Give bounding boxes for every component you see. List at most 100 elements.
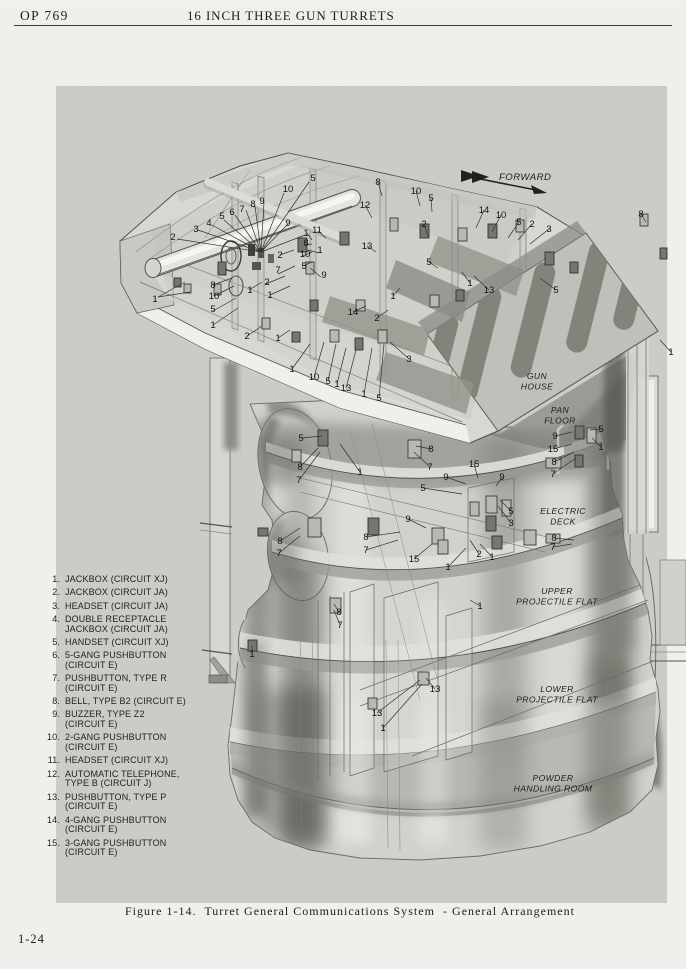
svg-text:5: 5 bbox=[553, 285, 558, 296]
svg-text:5: 5 bbox=[508, 506, 513, 517]
svg-text:2: 2 bbox=[277, 250, 282, 261]
svg-text:LOWER: LOWER bbox=[540, 684, 574, 694]
svg-text:7: 7 bbox=[276, 548, 281, 559]
svg-text:10: 10 bbox=[309, 372, 320, 383]
svg-text:8: 8 bbox=[551, 533, 556, 544]
svg-text:7: 7 bbox=[275, 265, 280, 276]
svg-text:PROJECTILE FLAT: PROJECTILE FLAT bbox=[516, 597, 598, 607]
svg-text:1: 1 bbox=[210, 320, 215, 331]
svg-text:1: 1 bbox=[668, 347, 673, 358]
svg-text:8: 8 bbox=[638, 209, 643, 220]
svg-text:6: 6 bbox=[229, 207, 234, 218]
svg-text:10: 10 bbox=[496, 210, 507, 221]
svg-text:1: 1 bbox=[249, 649, 254, 660]
svg-text:13: 13 bbox=[484, 285, 495, 296]
svg-text:5: 5 bbox=[376, 393, 381, 404]
svg-text:5: 5 bbox=[420, 483, 425, 494]
svg-text:1: 1 bbox=[334, 379, 339, 390]
svg-text:8: 8 bbox=[336, 607, 341, 618]
svg-text:8: 8 bbox=[375, 177, 380, 188]
svg-text:3: 3 bbox=[508, 518, 513, 529]
svg-text:13: 13 bbox=[372, 708, 383, 719]
svg-text:5: 5 bbox=[516, 217, 521, 228]
svg-text:5: 5 bbox=[428, 193, 433, 204]
svg-text:5: 5 bbox=[310, 173, 315, 184]
svg-text:HANDLING ROOM: HANDLING ROOM bbox=[514, 784, 593, 794]
svg-text:1: 1 bbox=[489, 552, 494, 563]
svg-text:7: 7 bbox=[427, 462, 432, 473]
svg-text:8: 8 bbox=[210, 280, 215, 291]
svg-text:13: 13 bbox=[430, 684, 441, 695]
svg-text:POWDER: POWDER bbox=[532, 773, 573, 783]
svg-text:FORWARD: FORWARD bbox=[499, 172, 551, 183]
svg-text:15: 15 bbox=[548, 444, 559, 455]
svg-text:GUN: GUN bbox=[527, 371, 548, 381]
svg-text:7: 7 bbox=[550, 542, 555, 553]
svg-text:2: 2 bbox=[264, 277, 269, 288]
svg-text:15: 15 bbox=[469, 459, 480, 470]
svg-text:2: 2 bbox=[476, 549, 481, 560]
svg-text:2: 2 bbox=[529, 219, 534, 230]
svg-text:9: 9 bbox=[552, 431, 557, 442]
svg-text:1: 1 bbox=[390, 291, 395, 302]
svg-text:8: 8 bbox=[363, 532, 368, 543]
svg-text:5: 5 bbox=[301, 261, 306, 272]
svg-text:8: 8 bbox=[250, 199, 255, 210]
svg-text:1: 1 bbox=[357, 467, 362, 478]
svg-text:10: 10 bbox=[283, 184, 294, 195]
svg-text:14: 14 bbox=[479, 205, 490, 216]
svg-text:1: 1 bbox=[598, 442, 603, 453]
svg-text:1: 1 bbox=[152, 294, 157, 305]
svg-text:PAN: PAN bbox=[551, 405, 570, 415]
svg-text:1: 1 bbox=[445, 562, 450, 573]
svg-text:1: 1 bbox=[361, 389, 366, 400]
svg-text:1: 1 bbox=[289, 364, 294, 375]
svg-text:5: 5 bbox=[298, 433, 303, 444]
svg-text:8: 8 bbox=[277, 536, 282, 547]
svg-text:5: 5 bbox=[325, 376, 330, 387]
svg-text:5: 5 bbox=[598, 424, 603, 435]
svg-text:5: 5 bbox=[219, 211, 224, 222]
svg-text:7: 7 bbox=[337, 620, 342, 631]
svg-text:9: 9 bbox=[259, 196, 264, 207]
svg-text:3: 3 bbox=[406, 354, 411, 365]
svg-text:10: 10 bbox=[411, 186, 422, 197]
svg-text:HOUSE: HOUSE bbox=[521, 382, 554, 392]
svg-text:1: 1 bbox=[303, 228, 308, 239]
svg-text:7: 7 bbox=[239, 204, 244, 215]
svg-text:13: 13 bbox=[362, 241, 373, 252]
svg-text:1: 1 bbox=[380, 723, 385, 734]
svg-text:8: 8 bbox=[428, 444, 433, 455]
svg-text:12: 12 bbox=[360, 200, 371, 211]
svg-text:9: 9 bbox=[405, 514, 410, 525]
svg-text:10: 10 bbox=[300, 249, 311, 260]
svg-text:9: 9 bbox=[285, 218, 290, 229]
svg-text:4: 4 bbox=[206, 218, 211, 229]
svg-text:DECK: DECK bbox=[550, 517, 576, 527]
svg-text:FLOOR: FLOOR bbox=[544, 416, 576, 426]
svg-text:1: 1 bbox=[267, 290, 272, 301]
svg-text:3: 3 bbox=[193, 224, 198, 235]
svg-text:14: 14 bbox=[348, 307, 359, 318]
svg-text:2: 2 bbox=[374, 313, 379, 324]
svg-text:7: 7 bbox=[363, 545, 368, 556]
svg-text:9: 9 bbox=[499, 472, 504, 483]
svg-text:1: 1 bbox=[317, 245, 322, 256]
svg-text:5: 5 bbox=[426, 257, 431, 268]
svg-text:15: 15 bbox=[409, 554, 420, 565]
svg-text:7: 7 bbox=[550, 469, 555, 480]
svg-text:8: 8 bbox=[551, 457, 556, 468]
svg-text:9: 9 bbox=[321, 270, 326, 281]
svg-text:2: 2 bbox=[421, 219, 426, 230]
svg-text:3: 3 bbox=[546, 224, 551, 235]
svg-text:11: 11 bbox=[312, 225, 322, 236]
svg-text:1: 1 bbox=[477, 601, 482, 612]
svg-text:PROJECTILE FLAT: PROJECTILE FLAT bbox=[516, 695, 598, 705]
svg-text:1: 1 bbox=[467, 278, 472, 289]
svg-text:7: 7 bbox=[296, 475, 301, 486]
svg-text:UPPER: UPPER bbox=[541, 586, 573, 596]
svg-text:9: 9 bbox=[443, 472, 448, 483]
svg-text:2: 2 bbox=[170, 232, 175, 243]
svg-text:1: 1 bbox=[247, 285, 252, 296]
svg-text:5: 5 bbox=[210, 304, 215, 315]
